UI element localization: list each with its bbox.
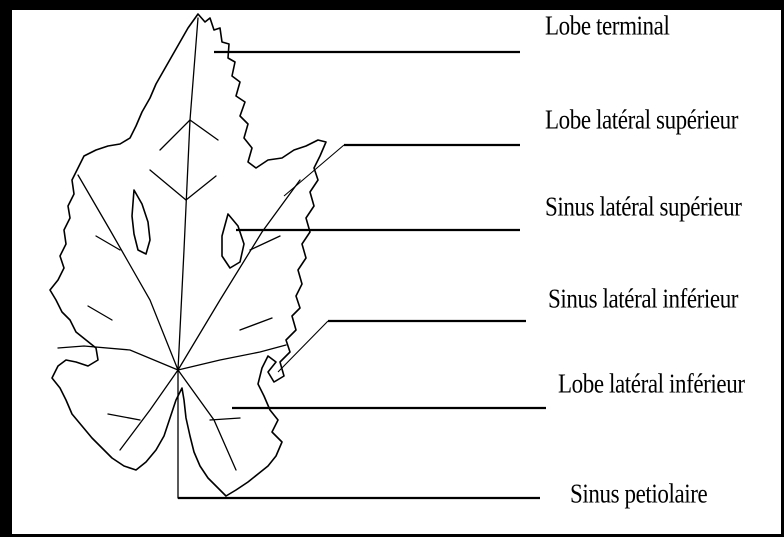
leaf-outline [50, 14, 326, 496]
label-lobe-lateral-superieur: Lobe latéral supérieur [545, 106, 738, 133]
label-sinus-petiolaire: Sinus petiolaire [570, 480, 707, 507]
label-lobe-terminal: Lobe terminal [545, 12, 669, 39]
label-lobe-lateral-inferieur: Lobe latéral inférieur [558, 370, 745, 397]
label-sinus-lateral-inferieur: Sinus latéral inférieur [548, 285, 738, 312]
label-sinus-lateral-superieur: Sinus latéral supérieur [545, 193, 741, 220]
